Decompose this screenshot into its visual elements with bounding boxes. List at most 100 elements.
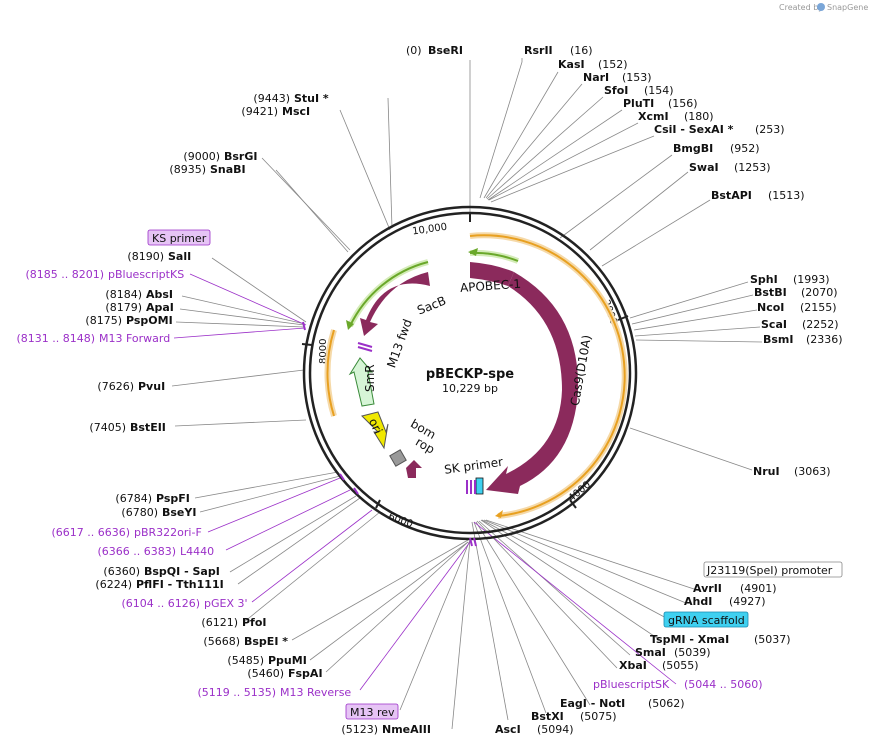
site-pspomi-name: PspOMI [126, 314, 173, 327]
site-pfoi-name: PfoI [242, 616, 267, 629]
tick-label-8000: 8000 [318, 339, 329, 364]
site-xbai-pos: (5055) [662, 659, 699, 672]
feature-label-sk-primer: SK primer [443, 455, 504, 477]
site-absi-name: AbsI [146, 288, 173, 301]
site-bspqi-pos: (6360) [103, 565, 140, 578]
j23119-label: J23119(SpeI) promoter [706, 564, 833, 577]
site-snabi-pos: (8935) [169, 163, 206, 176]
credit-brand: SnapGene [827, 3, 868, 12]
credit-prefix: Created by [779, 3, 823, 12]
site-smai-name: SmaI [635, 646, 666, 659]
site-bsteii-pos: (7405) [89, 421, 126, 434]
site-ncoi-name: NcoI [757, 301, 784, 314]
site-scai-name: ScaI [761, 318, 787, 331]
site-avrii-pos: (4901) [740, 582, 777, 595]
site-nrui-name: NruI [753, 465, 780, 478]
apobec1-arrow[interactable] [470, 262, 514, 286]
site-swai-name: SwaI [689, 161, 719, 174]
site-stui-pos: (9443) [253, 92, 290, 105]
cas9-arrow[interactable] [486, 272, 579, 494]
left-site-labels: (9443) StuI * (9421) MscI (9000) BsrGI (… [16, 92, 430, 736]
site-sphi-name: SphI [750, 273, 778, 286]
ks-primer-label: KS primer [152, 232, 207, 245]
sk-primer-marks [466, 480, 476, 494]
site-bstxi-pos: (5075) [580, 710, 617, 723]
site-nmeaiii-name: NmeAIII [382, 723, 431, 736]
site-ppumi-name: PpuMI [268, 654, 307, 667]
site-pflfi-pos: (6224) [95, 578, 132, 591]
m13fwd-primer-marks [357, 342, 373, 352]
site-bluescriptks-pos: (8185 .. 8201) [25, 268, 104, 281]
site-bmgbi-name: BmgBI [673, 142, 713, 155]
feature-label-rop: rop [413, 435, 437, 457]
site-fspai-name: FspAI [288, 667, 323, 680]
site-ppumi-pos: (5485) [227, 654, 264, 667]
site-fspai-pos: (5460) [247, 667, 284, 680]
site-pfoi-pos: (6121) [201, 616, 238, 629]
site-rsrii-pos: (16) [570, 44, 593, 57]
j23119-box[interactable] [703, 561, 843, 578]
grna-scaffold-box[interactable] [663, 611, 749, 628]
site-m13fwd-pos: (8131 .. 8148) [16, 332, 95, 345]
plasmid-size: 10,229 bp [442, 382, 498, 395]
sacb-arrow[interactable] [360, 272, 430, 336]
site-stui-name: StuI * [294, 92, 329, 105]
site-bseri-name: BseRI [428, 44, 463, 57]
site-pbr322ori-pos: (6617 .. 6636) [51, 526, 130, 539]
site-snabi-name: SnaBI [210, 163, 246, 176]
grna-scaffold-label: gRNA scaffold [668, 614, 745, 627]
tick-label-10000: 10,000 [412, 222, 448, 238]
site-msci-pos: (9421) [241, 105, 278, 118]
site-sali-name: SalI [168, 250, 191, 263]
site-asci-name: AscI [495, 723, 521, 736]
site-rsrii-name: RsrII [524, 44, 553, 57]
site-m13reverse-name: M13 Reverse [280, 686, 351, 699]
site-absi-pos: (8184) [105, 288, 142, 301]
site-pvui-name: PvuI [138, 380, 165, 393]
site-sphi-pos: (1993) [793, 273, 830, 286]
site-pbr322ori-name: pBR322ori-F [134, 526, 202, 539]
site-msci-name: MscI [282, 105, 310, 118]
feature-label-apobec1: APOBEC-1 [460, 277, 522, 295]
orange-track-left [326, 329, 335, 417]
site-bseyi-pos: (6780) [121, 506, 158, 519]
site-asci-pos: (5094) [537, 723, 574, 736]
tick-marks [301, 212, 629, 509]
green-track-left [349, 261, 429, 327]
ks-primer-box[interactable] [147, 229, 211, 246]
site-pgex3-pos: (6104 .. 6126) [121, 597, 200, 610]
site-nari-name: NarI [583, 71, 609, 84]
site-bstxi-name: BstXI [531, 710, 564, 723]
m13-rev-box[interactable] [345, 703, 399, 720]
site-eagi-pos: (5062) [648, 697, 685, 710]
tick-label-6000: 6000 [387, 511, 415, 530]
m13-rev-label: M13 rev [350, 706, 395, 719]
primer-leader-lines [173, 273, 677, 691]
site-ahdi-name: AhdI [684, 595, 712, 608]
ori-arrow[interactable] [361, 411, 389, 450]
smr-arrow[interactable] [348, 357, 375, 407]
grna-scaffold-feature[interactable] [475, 477, 484, 495]
site-bstapi-name: BstAPI [711, 189, 752, 202]
site-nrui-pos: (3063) [794, 465, 831, 478]
bom-feature[interactable] [389, 449, 407, 467]
rop-arrow[interactable] [406, 460, 422, 478]
green-track-top-arrowhead [468, 248, 478, 256]
feature-label-ori: ori [366, 416, 385, 436]
site-xbai-name: XbaI [619, 659, 647, 672]
site-bsrgi-pos: (9000) [183, 150, 220, 163]
site-pluti-pos: (156) [668, 97, 698, 110]
site-l4440-name: L4440 [180, 545, 214, 558]
site-bsmi-name: BsmI [763, 333, 794, 346]
plasmid-name: pBECKP-spe [426, 367, 514, 382]
site-xcmi-name: XcmI [638, 110, 669, 123]
site-pluti-name: PluTI [623, 97, 654, 110]
site-pflfi-name: PflFI - Tth111I [136, 578, 224, 591]
site-bsmi-pos: (2336) [806, 333, 843, 346]
site-m13fwd-name: M13 Forward [99, 332, 170, 345]
site-nmeaiii-pos: (5123) [341, 723, 378, 736]
green-track-left-halo [347, 259, 429, 328]
site-bsteii-name: BstEII [130, 421, 166, 434]
site-bspqi-name: BspQI - SapI [144, 565, 220, 578]
site-sfoi-pos: (154) [644, 84, 674, 97]
